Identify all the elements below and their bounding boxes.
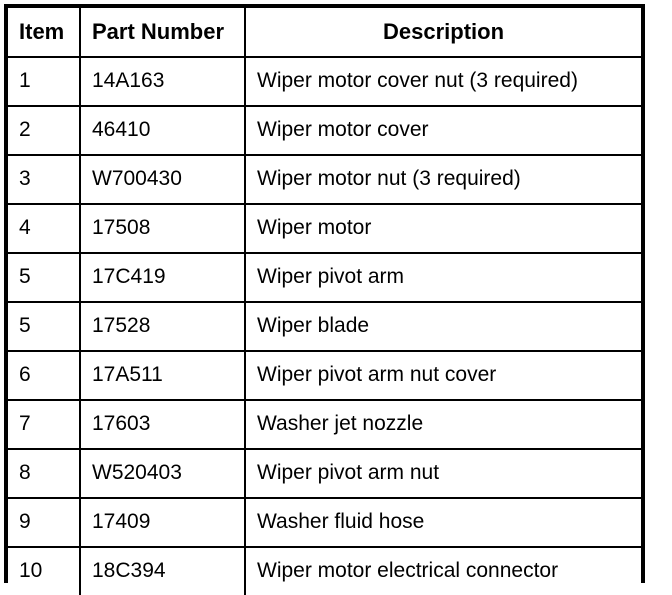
cell-part-number: 17409	[80, 498, 246, 548]
cell-part-number: 17C419	[80, 253, 246, 303]
parts-table-grid: Item Part Number Description 1 14A163 Wi…	[8, 8, 641, 595]
cell-item: 3	[8, 155, 81, 205]
table-row: 3 W700430 Wiper motor nut (3 required)	[8, 155, 641, 205]
cell-description: Wiper pivot arm nut	[245, 449, 641, 499]
cell-item: 4	[8, 204, 81, 254]
table-row: 5 17528 Wiper blade	[8, 302, 641, 352]
table-row: 1 14A163 Wiper motor cover nut (3 requir…	[8, 57, 641, 107]
table-body: 1 14A163 Wiper motor cover nut (3 requir…	[8, 57, 641, 595]
parts-list-table: Item Part Number Description 1 14A163 Wi…	[4, 4, 645, 595]
column-header-part-number: Part Number	[80, 8, 246, 58]
table-row: 9 17409 Washer fluid hose	[8, 498, 641, 548]
cell-item: 8	[8, 449, 81, 499]
table-row: 5 17C419 Wiper pivot arm	[8, 253, 641, 303]
cell-item: 9	[8, 498, 81, 548]
cell-description: Wiper motor cover	[245, 106, 641, 156]
cell-item: 10	[8, 547, 81, 595]
cell-part-number: 17603	[80, 400, 246, 450]
cell-item: 6	[8, 351, 81, 401]
cell-part-number: 17528	[80, 302, 246, 352]
cell-description: Wiper motor electrical connector	[245, 547, 641, 595]
cell-description: Wiper pivot arm	[245, 253, 641, 303]
table-header: Item Part Number Description	[8, 8, 641, 58]
cell-description: Wiper blade	[245, 302, 641, 352]
cell-part-number: 18C394	[80, 547, 246, 595]
table-row: 10 18C394 Wiper motor electrical connect…	[8, 547, 641, 595]
table-row: 6 17A511 Wiper pivot arm nut cover	[8, 351, 641, 401]
cell-description: Wiper motor cover nut (3 required)	[245, 57, 641, 107]
table-row: 4 17508 Wiper motor	[8, 204, 641, 254]
cell-item: 2	[8, 106, 81, 156]
table-row: 2 46410 Wiper motor cover	[8, 106, 641, 156]
cell-item: 5	[8, 302, 81, 352]
column-header-item: Item	[8, 8, 81, 58]
table-header-row: Item Part Number Description	[8, 8, 641, 58]
cell-part-number: 46410	[80, 106, 246, 156]
cell-description: Washer fluid hose	[245, 498, 641, 548]
cell-item: 7	[8, 400, 81, 450]
table-row: 7 17603 Washer jet nozzle	[8, 400, 641, 450]
cell-part-number: 17A511	[80, 351, 246, 401]
table-row: 8 W520403 Wiper pivot arm nut	[8, 449, 641, 499]
cell-description: Wiper motor	[245, 204, 641, 254]
cell-part-number: W700430	[80, 155, 246, 205]
cell-part-number: 17508	[80, 204, 246, 254]
cell-description: Washer jet nozzle	[245, 400, 641, 450]
column-header-description: Description	[245, 8, 641, 58]
cell-part-number: W520403	[80, 449, 246, 499]
cell-description: Wiper motor nut (3 required)	[245, 155, 641, 205]
cell-part-number: 14A163	[80, 57, 246, 107]
cell-item: 5	[8, 253, 81, 303]
cell-item: 1	[8, 57, 81, 107]
cell-description: Wiper pivot arm nut cover	[245, 351, 641, 401]
